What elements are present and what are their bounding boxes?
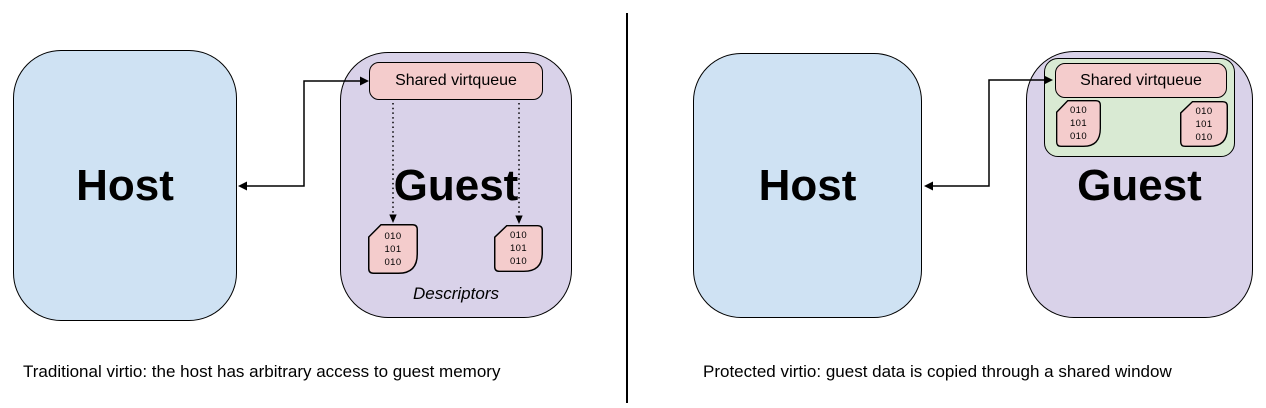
descriptor-note-right: 010 101 010 <box>494 225 543 272</box>
descriptor-note-left: 010 101 010 <box>1056 100 1101 147</box>
host-box-protected: Host <box>693 53 922 318</box>
descriptor-bits: 010 101 010 <box>509 230 528 267</box>
host-box-traditional: Host <box>13 50 237 321</box>
shared-virtqueue-box-protected: Shared virtqueue <box>1055 63 1227 98</box>
folded-note-shape <box>1180 101 1228 147</box>
guest-label: Guest <box>393 161 519 210</box>
shared-virtqueue-label: Shared virtqueue <box>395 72 517 89</box>
shared-virtqueue-label: Shared virtqueue <box>1080 71 1202 89</box>
panel-divider <box>626 13 628 403</box>
folded-note-shape <box>494 225 543 272</box>
shared-virtqueue-box-traditional: Shared virtqueue <box>369 62 543 100</box>
descriptor-bits: 010 101 010 <box>1195 105 1213 143</box>
host-label: Host <box>76 160 174 210</box>
panel-caption-traditional: Traditional virtio: the host has arbitra… <box>23 362 501 381</box>
panel-caption-protected: Protected virtio: guest data is copied t… <box>703 362 1172 381</box>
descriptor-note-left: 010 101 010 <box>368 224 418 274</box>
guest-label: Guest <box>1077 161 1202 210</box>
descriptor-note-right: 010 101 010 <box>1180 101 1228 147</box>
folded-note-shape <box>1056 100 1101 147</box>
descriptor-bits: 010 101 010 <box>1069 105 1088 142</box>
folded-note-shape <box>368 224 418 274</box>
host-label: Host <box>758 160 857 210</box>
descriptors-caption: Descriptors <box>413 284 499 303</box>
descriptor-bits: 010 101 010 <box>384 230 402 268</box>
